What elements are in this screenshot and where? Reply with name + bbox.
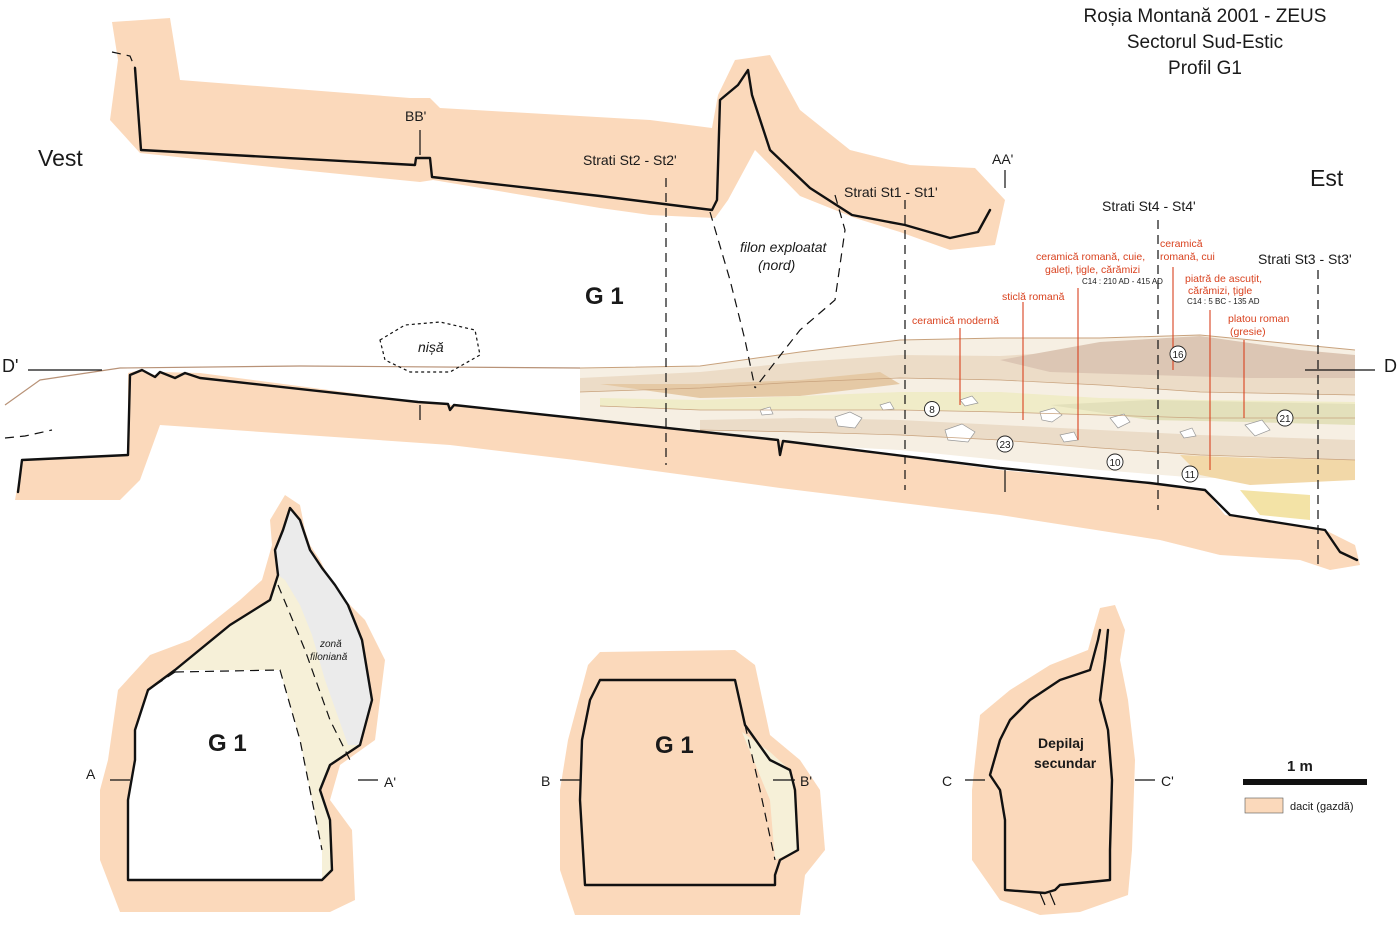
find-c14-b: C14 : 5 BC - 135 AD (1187, 297, 1260, 306)
floor-broken-edge (4, 429, 53, 439)
floor-rock-band (15, 370, 1360, 570)
label-depilaj-2: secundar (1034, 755, 1097, 771)
floor-wall-line (16, 368, 1359, 562)
label-zona-2: filoniană (310, 652, 348, 663)
title-block: Roșia Montană 2001 - ZEUS Sectorul Sud-E… (1084, 6, 1327, 79)
gallery-roof (110, 18, 1005, 250)
label-c-left: C (942, 773, 952, 789)
section-mark-labels: BB' AA' Strati St2 - St2' Strati St1 - S… (2, 108, 1397, 376)
layer-21: 21 (1276, 409, 1294, 427)
find-piatra-2: cărămizi, țigle (1188, 285, 1252, 297)
find-moderna: ceramică modernă (912, 315, 999, 327)
svg-text:11: 11 (1185, 470, 1196, 481)
label-c-right: C' (1161, 773, 1174, 789)
label-g1-b: G 1 (655, 732, 694, 759)
layer-16: 16 (1169, 345, 1187, 363)
label-zona-1: zonă (319, 639, 342, 650)
label-filon-sub: (nord) (758, 257, 795, 273)
title-line-1: Roșia Montană 2001 - ZEUS (1084, 6, 1327, 27)
find-c14-a: C14 : 210 AD - 415 AD (1082, 277, 1163, 286)
label-b-left: B (541, 773, 550, 789)
legend: 1 m dacit (gazdă) (1243, 758, 1367, 814)
cross-section-c: Depilaj secundar C C' (942, 605, 1174, 915)
roof-broken-edge (111, 51, 136, 69)
label-filon: filon exploatat (740, 239, 828, 255)
label-west: Vest (38, 145, 83, 171)
svg-text:16: 16 (1172, 350, 1184, 361)
find-romana-1: ceramică romană, cuie, (1036, 251, 1145, 263)
cross-section-a: G 1 zonă filoniană A A' (86, 495, 396, 912)
find-romana-cui-2: romană, cui (1160, 251, 1215, 263)
stratigraphy (579, 334, 1356, 520)
label-st1: Strati St1 - St1' (844, 184, 938, 200)
title-line-2: Sectorul Sud-Estic (1127, 32, 1283, 53)
cross-section-b: G 1 B B' (541, 650, 825, 915)
label-a-right: A' (384, 774, 396, 790)
find-romana-2: galeți, țigle, cărămizi (1045, 264, 1140, 276)
find-sticla: sticlă romană (1002, 291, 1065, 303)
find-romana-cui-1: ceramică (1160, 238, 1203, 250)
label-a-left: A (86, 766, 96, 782)
direction-labels: Vest Est (38, 145, 1344, 191)
ground-surface-line (4, 365, 581, 406)
svg-text:21: 21 (1279, 414, 1291, 425)
label-b-right: B' (800, 773, 812, 789)
layer-23: 23 (996, 435, 1014, 453)
feature-labels: G 1 filon exploatat (nord) nișă (418, 239, 828, 355)
scale-bar (1243, 779, 1367, 785)
label-g1-a: G 1 (208, 730, 247, 757)
legend-swatch-dacit (1244, 797, 1284, 814)
svg-text:8: 8 (929, 405, 935, 416)
label-bb: BB' (405, 108, 426, 124)
title-line-3: Profil G1 (1168, 58, 1242, 79)
label-d-right: D (1384, 356, 1397, 376)
find-platou-2: (gresie) (1230, 326, 1266, 338)
scale-label: 1 m (1287, 758, 1313, 775)
label-st2: Strati St2 - St2' (583, 152, 677, 168)
section-lines (28, 130, 1375, 565)
layer-numbers: 8 23 10 11 16 21 (924, 345, 1294, 483)
label-g1-profile: G 1 (585, 283, 624, 310)
layer-8: 8 (924, 401, 940, 417)
nisa-outline (379, 321, 481, 373)
label-east: Est (1310, 165, 1344, 191)
label-depilaj-1: Depilaj (1038, 735, 1084, 751)
layer-11: 11 (1181, 465, 1199, 483)
label-st3: Strati St3 - St3' (1258, 251, 1352, 267)
svg-text:10: 10 (1109, 458, 1121, 469)
label-aa: AA' (992, 151, 1013, 167)
svg-text:23: 23 (999, 440, 1011, 451)
layer-10: 10 (1106, 453, 1124, 471)
legend-label-dacit: dacit (gazdă) (1290, 801, 1354, 813)
label-st4: Strati St4 - St4' (1102, 198, 1196, 214)
gallery-floor (4, 365, 1360, 570)
find-piatra-1: piatră de ascuțit, (1185, 273, 1262, 285)
roof-wall-line (133, 66, 992, 240)
label-nisa: nișă (418, 339, 444, 355)
roof-rock-band (110, 18, 1005, 250)
finds-annotations: ceramică modernă sticlă romană ceramică … (912, 238, 1289, 470)
label-d-left: D' (2, 356, 18, 376)
find-platou-1: platou roman (1228, 313, 1289, 325)
